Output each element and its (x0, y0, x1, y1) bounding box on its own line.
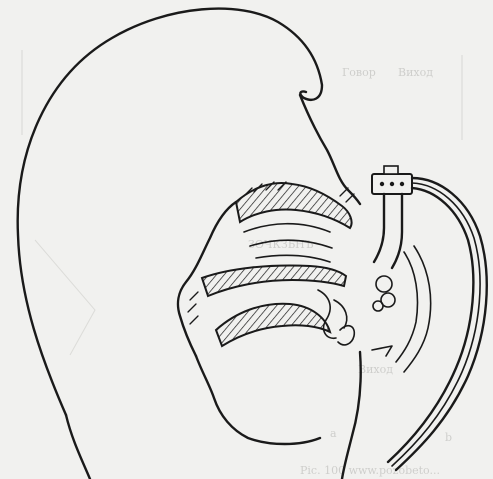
ghost-label-2: Виход (398, 66, 433, 79)
structure-bulb-3 (373, 301, 383, 311)
ghost-label-4: Виход (358, 363, 393, 376)
bleed-through-layer: Говор Виход ЗОЧКЗЬНЪ Виход а b Pic. 100 … (22, 50, 462, 477)
ghost-label-5: а (330, 427, 337, 440)
turbinate-lower (256, 255, 330, 262)
hard-palate (202, 266, 346, 297)
turbinate-upper (244, 224, 330, 232)
airway-marker (372, 346, 392, 356)
nasal-roof (236, 183, 352, 228)
ghost-label-7: Pic. 100 www.pozobeto... (300, 464, 440, 477)
external-hose-mid (392, 183, 480, 466)
tube-stem-left (374, 194, 384, 262)
head-outline (18, 9, 322, 415)
airway-tube-inner (396, 252, 418, 362)
ghost-label-1: Говор (342, 66, 376, 79)
structure-bulb-1 (376, 276, 392, 292)
neck-back (66, 415, 90, 479)
epiglottis (338, 326, 354, 345)
ghost-diagram-stroke (35, 240, 95, 355)
ghost-label-6: b (445, 431, 452, 444)
tube-stem-right (392, 194, 402, 268)
tube-connector-icon (372, 166, 412, 194)
chin-jaw-outline (196, 356, 320, 444)
pharynx-curve-2 (334, 300, 347, 328)
tongue (216, 304, 330, 346)
external-hose-outer (396, 178, 487, 470)
